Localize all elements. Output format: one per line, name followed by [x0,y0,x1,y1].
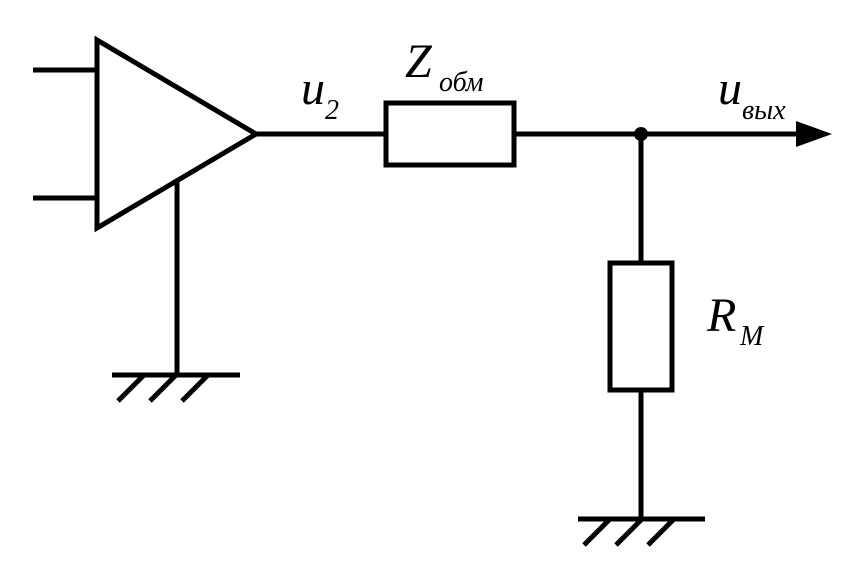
ground-hatch [148,373,178,403]
ground-hatch [646,517,676,547]
ground-hatch [614,517,644,547]
label-r-m-subscript: М [739,321,765,352]
label-z-obm-subscript: обм [439,67,484,98]
ground-hatch [180,373,210,403]
label-u-vyh: u [718,62,742,115]
impedance-element [383,100,517,168]
ground-hatch [582,517,612,547]
output-arrowhead [796,121,832,147]
load-resistor [607,260,675,393]
amplifier [33,35,261,375]
load-ground-symbol [578,516,705,547]
label-r-m: R [706,289,736,342]
ground-hatch [116,373,146,403]
label-u2-subscript: 2 [325,95,339,126]
label-u-vyh-subscript: вых [742,95,786,126]
label-z-obm: Z [405,35,433,88]
amp-ground-symbol [112,372,240,403]
label-u2: u [301,62,325,115]
